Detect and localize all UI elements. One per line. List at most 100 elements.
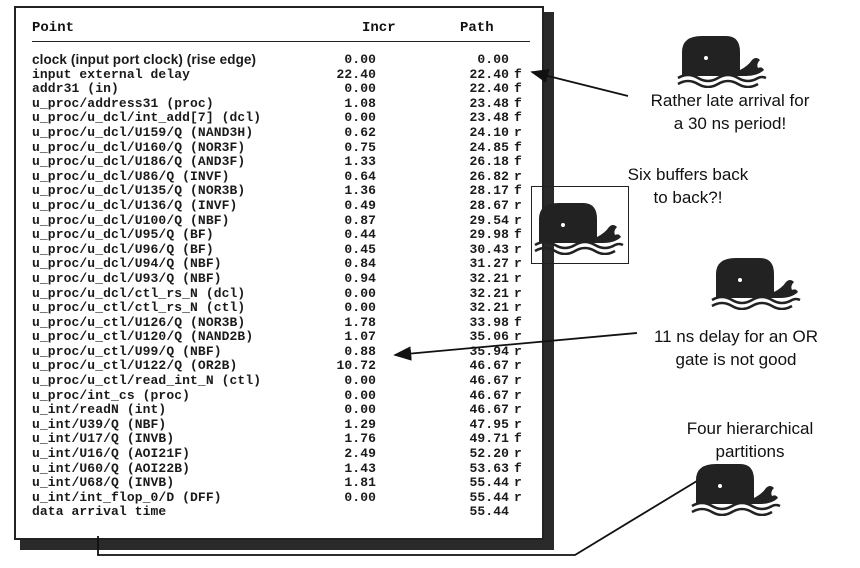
row-incr: 0.45 bbox=[344, 241, 376, 257]
row-edge: r bbox=[514, 489, 522, 505]
row-point: input external delay bbox=[32, 66, 191, 82]
row-edge: f bbox=[514, 431, 522, 447]
note-or-gate: 11 ns delay for an OR gate is not good bbox=[653, 327, 819, 369]
row-point: u_proc/u_dcl/U186/Q (AND3F) bbox=[32, 154, 246, 170]
row-point: u_proc/u_dcl/U93/Q (NBF) bbox=[32, 270, 222, 286]
row-path: 23.48 bbox=[469, 110, 509, 126]
row-edge: f bbox=[514, 95, 522, 111]
row-edge: r bbox=[514, 329, 522, 345]
row-incr: 0.00 bbox=[344, 81, 376, 97]
row-incr: 0.49 bbox=[344, 197, 376, 213]
row-path: 0.00 bbox=[477, 52, 509, 67]
row-point: clock (input port clock) (rise edge) bbox=[32, 52, 257, 67]
header-path: Path bbox=[460, 20, 494, 36]
row-incr: 1.78 bbox=[344, 314, 376, 330]
row-point: u_proc/u_dcl/U159/Q (NAND3H) bbox=[32, 124, 254, 140]
row-path: 47.95 bbox=[469, 416, 509, 432]
row-point: u_proc/u_ctl/U120/Q (NAND2B) bbox=[32, 329, 254, 345]
row-path: 35.06 bbox=[469, 329, 509, 345]
row-edge: f bbox=[514, 460, 522, 476]
row-point: u_proc/u_dcl/U100/Q (NBF) bbox=[32, 212, 230, 228]
note-hierarchy: Four hierarchical partitions bbox=[686, 419, 814, 461]
row-path: 46.67 bbox=[469, 402, 509, 418]
row-incr: 0.84 bbox=[344, 256, 376, 272]
row-point: addr31 (in) bbox=[32, 81, 119, 97]
row-edge: f bbox=[514, 66, 522, 82]
timing-rows: clock (input port clock) (rise edge) 0.00… bbox=[32, 52, 537, 520]
row-path: 46.67 bbox=[469, 358, 509, 374]
row-edge: r bbox=[514, 358, 522, 374]
row-path: 29.54 bbox=[469, 212, 509, 228]
row-edge: f bbox=[514, 110, 522, 126]
row-incr: 0.00 bbox=[344, 110, 376, 126]
row-edge: f bbox=[514, 183, 522, 199]
row-edge: r bbox=[514, 197, 522, 213]
whale-icon bbox=[711, 258, 801, 310]
whale-icon bbox=[677, 36, 767, 88]
row-point: u_proc/u_dcl/U94/Q (NBF) bbox=[32, 256, 222, 272]
table-row: u_proc/u_dcl/U100/Q (NBF) 0.87 29.54 r bbox=[32, 212, 537, 229]
header-incr: Incr bbox=[362, 20, 396, 36]
header-point: Point bbox=[32, 20, 75, 36]
row-path: 32.21 bbox=[469, 300, 509, 316]
table-row: u_proc/u_dcl/U136/Q (INVF) 0.49 28.67 r bbox=[32, 197, 537, 214]
row-incr: 0.00 bbox=[344, 387, 376, 403]
row-point: u_proc/u_dcl/U136/Q (INVF) bbox=[32, 197, 238, 213]
row-incr: 0.87 bbox=[344, 212, 376, 228]
row-edge: r bbox=[514, 475, 522, 491]
row-point: u_proc/u_dcl/U95/Q (BF) bbox=[32, 227, 214, 243]
row-edge: r bbox=[514, 212, 522, 228]
row-path: 28.67 bbox=[469, 197, 509, 213]
row-incr: 0.00 bbox=[344, 373, 376, 389]
row-path: 32.21 bbox=[469, 285, 509, 301]
arrow-late-arrival bbox=[530, 68, 629, 97]
row-edge: f bbox=[514, 154, 522, 170]
row-point: u_int/U60/Q (AOI22B) bbox=[32, 460, 191, 476]
row-edge: r bbox=[514, 241, 522, 257]
row-edge: r bbox=[514, 402, 522, 418]
row-point: u_proc/int_cs (proc) bbox=[32, 387, 191, 403]
row-point: u_int/readN (int) bbox=[32, 402, 167, 418]
row-path: 22.40 bbox=[469, 66, 509, 82]
hierarchy-connector bbox=[97, 466, 721, 556]
row-path: 49.71 bbox=[469, 431, 509, 447]
row-point: u_proc/u_dcl/U96/Q (BF) bbox=[32, 241, 214, 257]
row-path: 46.67 bbox=[469, 387, 509, 403]
row-path: 55.44 bbox=[469, 475, 509, 491]
row-edge: r bbox=[514, 373, 522, 389]
row-incr: 0.88 bbox=[344, 343, 376, 359]
row-incr: 0.00 bbox=[344, 300, 376, 316]
row-point: u_int/U16/Q (AOI21F) bbox=[32, 446, 191, 462]
row-edge: f bbox=[514, 139, 522, 155]
row-incr: 0.00 bbox=[344, 489, 376, 505]
row-path: 53.63 bbox=[469, 460, 509, 476]
row-edge: f bbox=[514, 81, 522, 97]
row-point: u_proc/address31 (proc) bbox=[32, 95, 214, 111]
row-path: 55.44 bbox=[469, 504, 509, 520]
row-point: u_int/int_flop_0/D (DFF) bbox=[32, 489, 222, 505]
six-buffers-box bbox=[531, 186, 629, 264]
row-point: u_proc/u_ctl/read_int_N (ctl) bbox=[32, 373, 262, 389]
row-edge: r bbox=[514, 343, 522, 359]
row-point: u_proc/u_ctl/U122/Q (OR2B) bbox=[32, 358, 238, 374]
row-incr: 22.40 bbox=[336, 66, 376, 82]
report-header: Point Incr Path bbox=[32, 12, 532, 40]
row-edge: r bbox=[514, 416, 522, 432]
row-incr: 1.81 bbox=[344, 475, 376, 491]
row-point: u_int/U39/Q (NBF) bbox=[32, 416, 167, 432]
row-incr: 1.43 bbox=[344, 460, 376, 476]
